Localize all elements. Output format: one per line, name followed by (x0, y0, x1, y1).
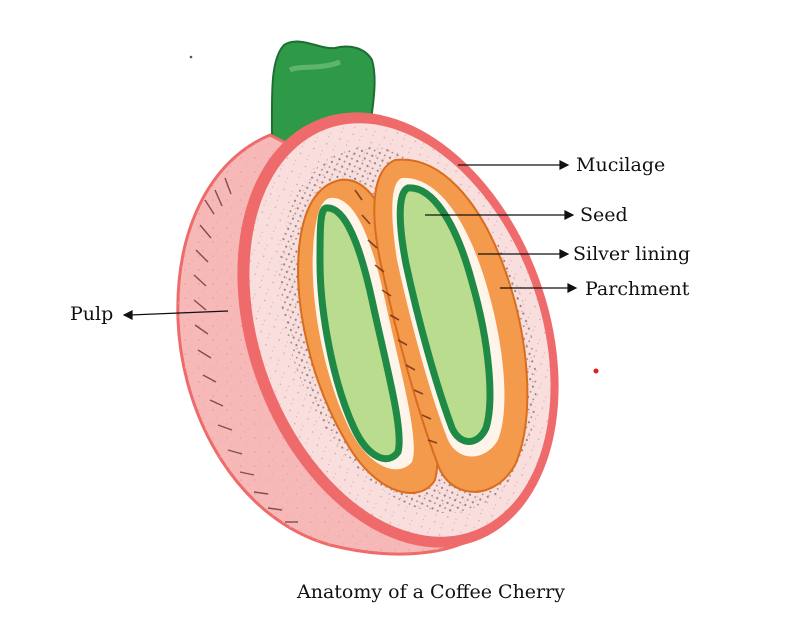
label-seed: Seed (580, 204, 628, 226)
label-mucilage: Mucilage (576, 154, 666, 176)
label-parchment: Parchment (585, 278, 690, 300)
red-dot (593, 368, 599, 374)
skin-hatching (193, 177, 298, 523)
pointer-arrows (122, 160, 578, 320)
groove-hatching (354, 189, 438, 444)
label-silver-lining: Silver lining (573, 243, 691, 265)
diagram-caption: Anatomy of a Coffee Cherry (297, 581, 565, 603)
stray-dot (189, 55, 193, 59)
label-pulp: Pulp (70, 303, 114, 325)
seed-left (316, 204, 403, 463)
seed-right (396, 184, 494, 445)
arrow-pulp (129, 310, 229, 316)
